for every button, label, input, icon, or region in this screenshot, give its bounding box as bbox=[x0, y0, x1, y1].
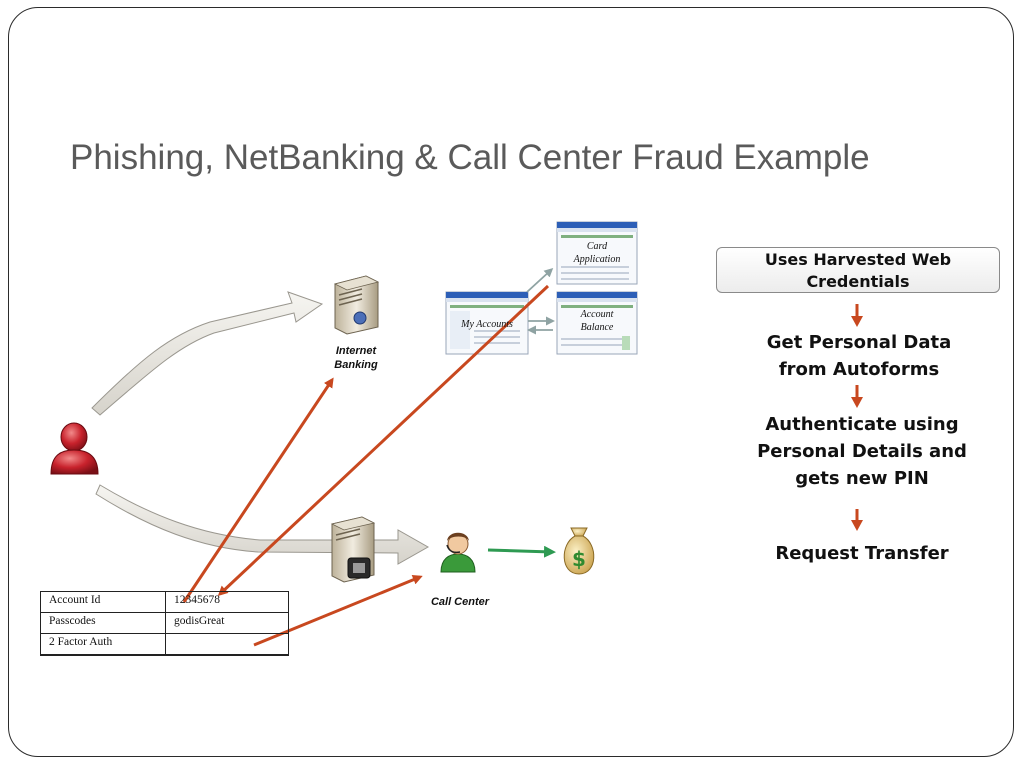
step-arrow-2 bbox=[851, 385, 863, 408]
money-bag-icon: $ bbox=[563, 527, 595, 575]
flow-arrow-to-call-center bbox=[95, 484, 430, 565]
fraud-arrow-to-internet-banking bbox=[182, 377, 334, 603]
server-icon bbox=[333, 275, 380, 335]
my-accounts-label: My Accounts bbox=[461, 319, 513, 330]
call-center-agent-icon bbox=[440, 532, 476, 573]
credential-value: 12345678 bbox=[165, 591, 289, 613]
step-request-transfer: Request Transfer bbox=[775, 543, 949, 564]
credential-label: Account Id bbox=[40, 591, 166, 613]
step-get-personal-data: Get Personal Data from Autoforms bbox=[766, 332, 952, 380]
my-accounts-window bbox=[445, 291, 529, 355]
table-row: 2 Factor Auth bbox=[40, 633, 289, 656]
harvested-credentials-box: Uses Harvested Web Credentials bbox=[716, 247, 1000, 293]
arrow-to-card-application bbox=[526, 267, 554, 293]
credential-value bbox=[165, 633, 289, 656]
table-row: Passcodes godisGreat bbox=[40, 612, 289, 634]
step-authenticate: Authenticate using Personal Details and … bbox=[757, 414, 967, 489]
account-balance-window bbox=[556, 291, 638, 355]
table-row: Account Id 12345678 bbox=[40, 591, 289, 613]
svg-text:$: $ bbox=[572, 547, 586, 571]
person-icon bbox=[50, 422, 99, 475]
credential-label: 2 Factor Auth bbox=[40, 633, 166, 656]
call-center-label: Call Center bbox=[430, 596, 490, 608]
card-application-label: Card Application bbox=[573, 241, 621, 265]
card-application-window bbox=[556, 221, 638, 285]
server-icon bbox=[330, 516, 376, 583]
fraud-arrow-to-card-application bbox=[217, 284, 550, 597]
transfer-arrow bbox=[487, 545, 556, 558]
credentials-table: Account Id 12345678 Passcodes godisGreat… bbox=[40, 591, 289, 656]
internet-banking-label: Internet Banking bbox=[334, 345, 378, 371]
credential-value: godisGreat bbox=[165, 612, 289, 634]
harvested-credentials-text: Uses Harvested Web Credentials bbox=[764, 250, 952, 291]
flow-arrow-to-internet-banking bbox=[91, 291, 324, 416]
step-arrow-3 bbox=[851, 509, 863, 531]
credential-label: Passcodes bbox=[40, 612, 166, 634]
step-arrow-1 bbox=[851, 304, 863, 327]
account-balance-label: Account Balance bbox=[580, 309, 614, 333]
slide-title: Phishing, NetBanking & Call Center Fraud… bbox=[70, 138, 870, 177]
